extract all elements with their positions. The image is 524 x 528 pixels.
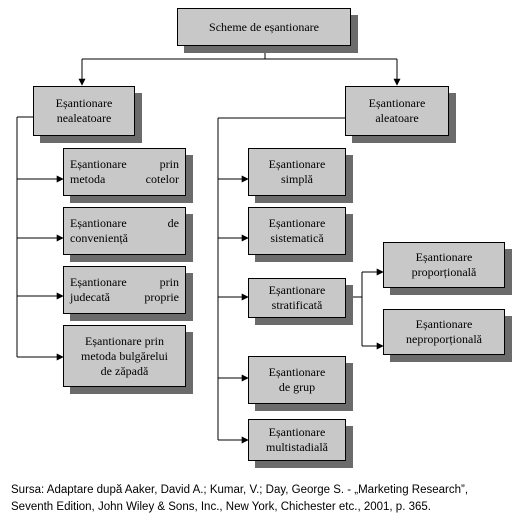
simple-node: Eșantionare simplă [248,148,346,196]
multistage-node: Eșantionare multistadială [248,419,346,461]
snowball-node: Eșantionare prin metoda bulgărelui de ză… [63,325,186,387]
systematic-label: Eșantionare sistematică [268,216,326,245]
judgement-label: Eșantionare prin judecată proprie [70,275,179,304]
disproportional-label: Eșantionare neproporțională [406,317,482,346]
stratified-node: Eșantionare stratificată [248,278,346,318]
nonprob-node: Eșantionare nealeatoare [33,86,135,136]
judgement-node: Eșantionare prin judecată proprie [63,266,186,314]
root-node: Scheme de eșantionare [177,8,351,46]
nonprob-label: Eșantionare nealeatoare [55,96,113,125]
snowball-label: Eșantionare prin metoda bulgărelui de ză… [81,333,168,378]
prob-label: Eșantionare aleatoare [368,96,426,125]
systematic-node: Eșantionare sistematică [248,207,346,255]
disproportional-node: Eșantionare neproporțională [383,309,505,355]
proportional-label: Eșantionare proporțională [411,250,477,279]
simple-label: Eșantionare simplă [268,157,326,186]
cluster-node: Eșantionare de grup [248,356,346,404]
prob-node: Eșantionare aleatoare [345,86,449,136]
multistage-label: Eșantionare multistadială [266,425,328,454]
footnote-line-1: Sursa: Adaptare după Aaker, David A.; Ku… [11,484,469,496]
root-label: Scheme de eșantionare [209,19,319,34]
convenience-label: Eșantionare de conveniență [70,216,179,245]
quota-node: Eșantionare prin metoda cotelor [63,148,186,196]
proportional-node: Eșantionare proporțională [383,242,505,288]
quota-label: Eșantionare prin metoda cotelor [70,157,179,186]
cluster-label: Eșantionare de grup [268,365,326,394]
convenience-node: Eșantionare de conveniență [63,207,186,255]
footnote-line-2: Seventh Edition, John Wiley & Sons, Inc.… [11,501,431,513]
stratified-label: Eșantionare stratificată [268,283,326,312]
source-footnote: Sursa: Adaptare după Aaker, David A.; Ku… [11,482,517,516]
